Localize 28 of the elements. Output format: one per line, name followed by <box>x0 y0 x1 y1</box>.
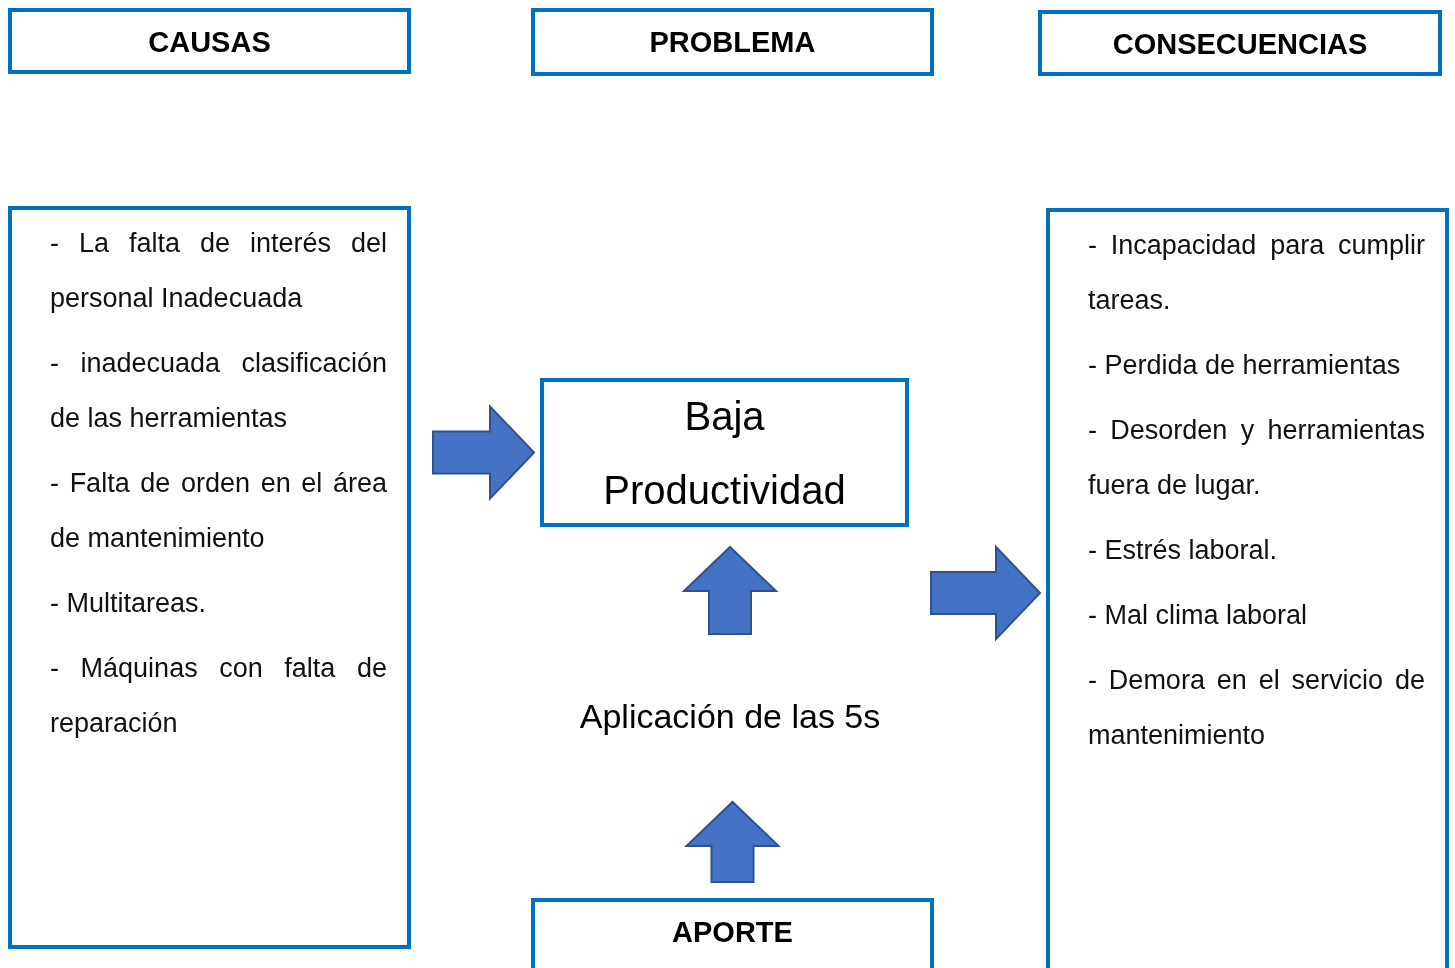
list-item: - Incapacidad para cumplir tareas. <box>1088 229 1425 317</box>
list-item: - Multitareas. <box>50 587 208 620</box>
list-item: - inadecuada clasificación de las herramientas <box>50 347 387 435</box>
header-box <box>531 8 934 76</box>
header-text: PROBLEMA <box>649 25 816 60</box>
header-box <box>531 898 934 968</box>
header-box <box>1038 10 1442 76</box>
list-box <box>8 206 411 949</box>
block-arrow <box>930 544 1042 642</box>
list-item: - Falta de orden en el área de mantenimiento <box>50 467 387 555</box>
list-item: - Estrés laboral. <box>1088 534 1279 567</box>
list-box <box>1046 208 1449 968</box>
list-item: - Máquinas con falta de reparación <box>50 652 387 740</box>
block-arrow <box>684 800 781 883</box>
problem-text: Baja Productividad <box>602 392 847 514</box>
header-text: APORTE <box>672 915 793 950</box>
block-arrow <box>432 404 536 501</box>
list-item: - Demora en el servicio de mantenimiento <box>1088 664 1425 752</box>
contribution-text: Aplicación de las 5s <box>579 696 881 737</box>
block-arrow <box>681 545 779 635</box>
list-item: - Mal clima laboral <box>1088 599 1309 632</box>
list-item: - Perdida de herramientas <box>1088 349 1402 382</box>
problem-box <box>540 378 909 527</box>
header-text: CAUSAS <box>148 25 271 60</box>
list-item: - Desorden y herramientas fuera de lugar. <box>1088 414 1425 502</box>
header-box <box>8 8 411 74</box>
header-text: CONSECUENCIAS <box>1112 27 1368 62</box>
list-item: - La falta de interés del personal Inadecuada <box>50 227 387 315</box>
